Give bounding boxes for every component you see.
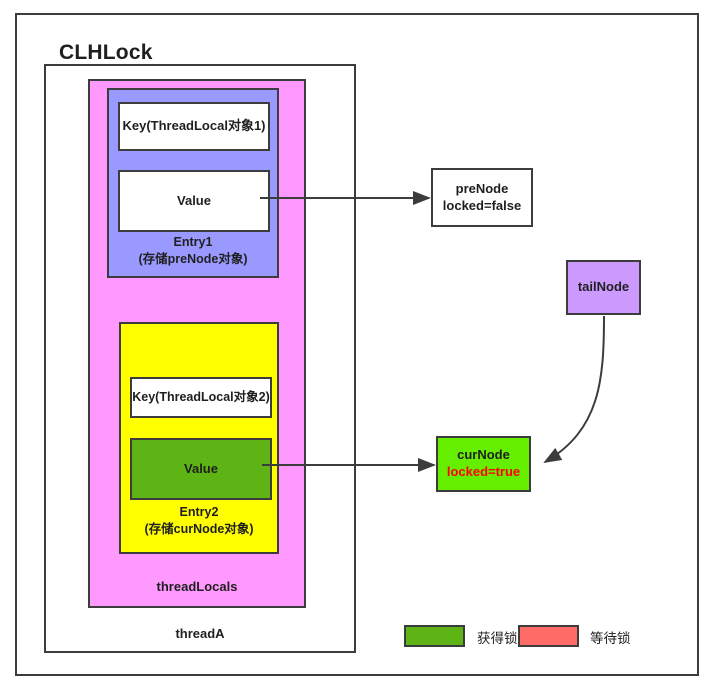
entry2-key-box: Key(ThreadLocal对象2) xyxy=(130,377,272,418)
entry1-caption: Entry1 (存储preNode对象) xyxy=(109,234,277,268)
entry2-caption-line1: Entry2 xyxy=(179,505,219,520)
pre-node-box: preNode locked=false xyxy=(431,168,533,227)
entry1-value-box: Value xyxy=(118,170,270,232)
entry2-container: Key(ThreadLocal对象2) Value Entry2 (存储curN… xyxy=(119,322,279,554)
legend-label-acquired-lock: 获得锁 xyxy=(477,631,518,646)
entry2-caption: Entry2 (存储curNode对象) xyxy=(121,504,277,538)
entry1-caption-line2: (存储preNode对象) xyxy=(138,252,248,267)
thread-a-label: threadA xyxy=(175,626,225,642)
entry2-caption-line2: (存储curNode对象) xyxy=(144,522,254,537)
cur-node-title: curNode xyxy=(457,447,510,463)
legend-label-waiting-lock: 等待锁 xyxy=(590,631,631,646)
page-title: CLHLock xyxy=(59,41,153,64)
cur-node-box: curNode locked=true xyxy=(436,436,531,492)
legend-swatch-acquired-lock xyxy=(404,625,465,647)
thread-locals-label: threadLocals xyxy=(156,579,238,595)
entry2-value-box: Value xyxy=(130,438,272,500)
entry1-caption-line1: Entry1 xyxy=(173,235,213,250)
legend-swatch-waiting-lock xyxy=(518,625,579,647)
cur-node-locked-state: locked=true xyxy=(446,464,521,479)
pre-node-locked-state: locked=false xyxy=(442,197,522,213)
entry1-key-box: Key(ThreadLocal对象1) xyxy=(118,102,270,151)
tail-node-box: tailNode xyxy=(566,260,641,315)
pre-node-title: preNode xyxy=(455,180,509,196)
entry1-container: Key(ThreadLocal对象1) Value Entry1 (存储preN… xyxy=(107,88,279,278)
